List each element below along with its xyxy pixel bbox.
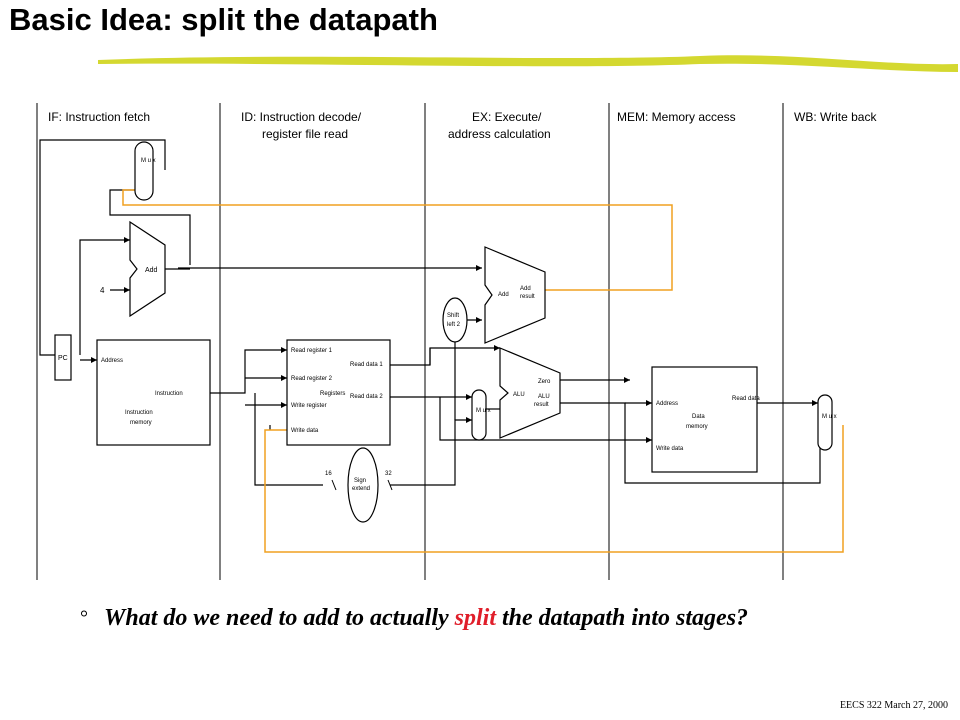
title-underline — [98, 55, 958, 72]
registers-label: Registers — [320, 391, 345, 397]
reg-read-data-2: Read data 2 — [350, 394, 383, 400]
sign-extend-out-bits: 32 — [385, 471, 392, 477]
register-file — [286, 339, 391, 446]
bullet-point: ° What do we need to add to actually spl… — [80, 604, 902, 633]
stage-label-mem: MEM: Memory access — [617, 110, 736, 124]
stage-label-id: ID: Instruction decode/ — [241, 110, 362, 124]
bullet-text-after: the datapath into stages? — [496, 605, 749, 631]
imem-name-line2: memory — [130, 420, 152, 426]
pc-register — [54, 334, 72, 381]
imem-name-line1: Instruction — [125, 410, 153, 416]
alu-src-mux — [471, 389, 487, 441]
dmem-read-data-label: Read data — [732, 396, 760, 402]
reg-read-data-1: Read data 1 — [350, 362, 383, 368]
dmem-write-data-label: Write data — [656, 446, 684, 452]
arrowheads — [91, 237, 818, 443]
alu-src-mux-label: M u x — [476, 408, 491, 414]
bullet-text: What do we need to add to actually split… — [104, 604, 902, 633]
alu-label: ALU — [513, 392, 525, 398]
bullet-symbol: ° — [80, 607, 88, 629]
dmem-name-line2: memory — [686, 424, 708, 430]
alu-result-line1: ALU — [538, 394, 550, 400]
stage-label-id-sub: register file read — [262, 127, 348, 141]
reg-read-register-1: Read register 1 — [291, 348, 333, 354]
slide-title: Basic Idea: split the datapath — [9, 2, 438, 37]
data-memory — [651, 366, 758, 473]
stage-label-wb: WB: Write back — [794, 110, 877, 124]
if-adder — [129, 220, 166, 318]
imem-instruction-label: Instruction — [155, 391, 183, 397]
sign-extend — [347, 447, 379, 523]
bullet-text-before: What do we need to add to actually — [104, 605, 455, 631]
sign-extend-in-bits: 16 — [325, 471, 332, 477]
shift-left-line1: Shift — [447, 313, 459, 319]
reg-read-register-2: Read register 2 — [291, 376, 333, 382]
stage-label-ex-sub: address calculation — [448, 127, 551, 141]
shift-left-2 — [442, 297, 468, 343]
alu — [499, 347, 561, 439]
ex-adder-result-line2: result — [520, 294, 535, 300]
reg-write-data: Write data — [291, 428, 319, 434]
reg-write-register: Write register — [291, 403, 327, 409]
if-mux-label: M u x — [141, 158, 156, 164]
wb-mux — [817, 394, 833, 451]
ex-adder-result-line1: Add — [520, 286, 531, 292]
stage-separators — [36, 103, 784, 580]
dmem-name-line1: Data — [692, 414, 705, 420]
alu-zero-label: Zero — [538, 379, 551, 385]
instruction-memory — [96, 339, 211, 446]
ex-adder — [484, 246, 546, 344]
ex-adder-label: Add — [498, 292, 509, 298]
dmem-address-label: Address — [656, 401, 678, 407]
sign-extend-line1: Sign — [354, 478, 366, 484]
imem-address-label: Address — [101, 358, 123, 364]
slide-footer: EECS 322 March 27, 2000 — [839, 700, 948, 711]
if-mux — [134, 141, 154, 201]
shift-left-line2: left 2 — [447, 322, 461, 328]
stage-label-if: IF: Instruction fetch — [48, 110, 150, 124]
sign-extend-line2: extend — [352, 486, 370, 492]
stage-label-ex: EX: Execute/ — [472, 110, 542, 124]
feedback-wires — [122, 189, 844, 553]
pc-label: PC — [58, 355, 68, 362]
if-adder-label: Add — [145, 267, 158, 274]
wb-mux-label: M u x — [822, 414, 837, 420]
constant-four: 4 — [100, 286, 105, 295]
bullet-highlight-word: split — [454, 605, 497, 631]
alu-result-line2: result — [534, 402, 549, 408]
